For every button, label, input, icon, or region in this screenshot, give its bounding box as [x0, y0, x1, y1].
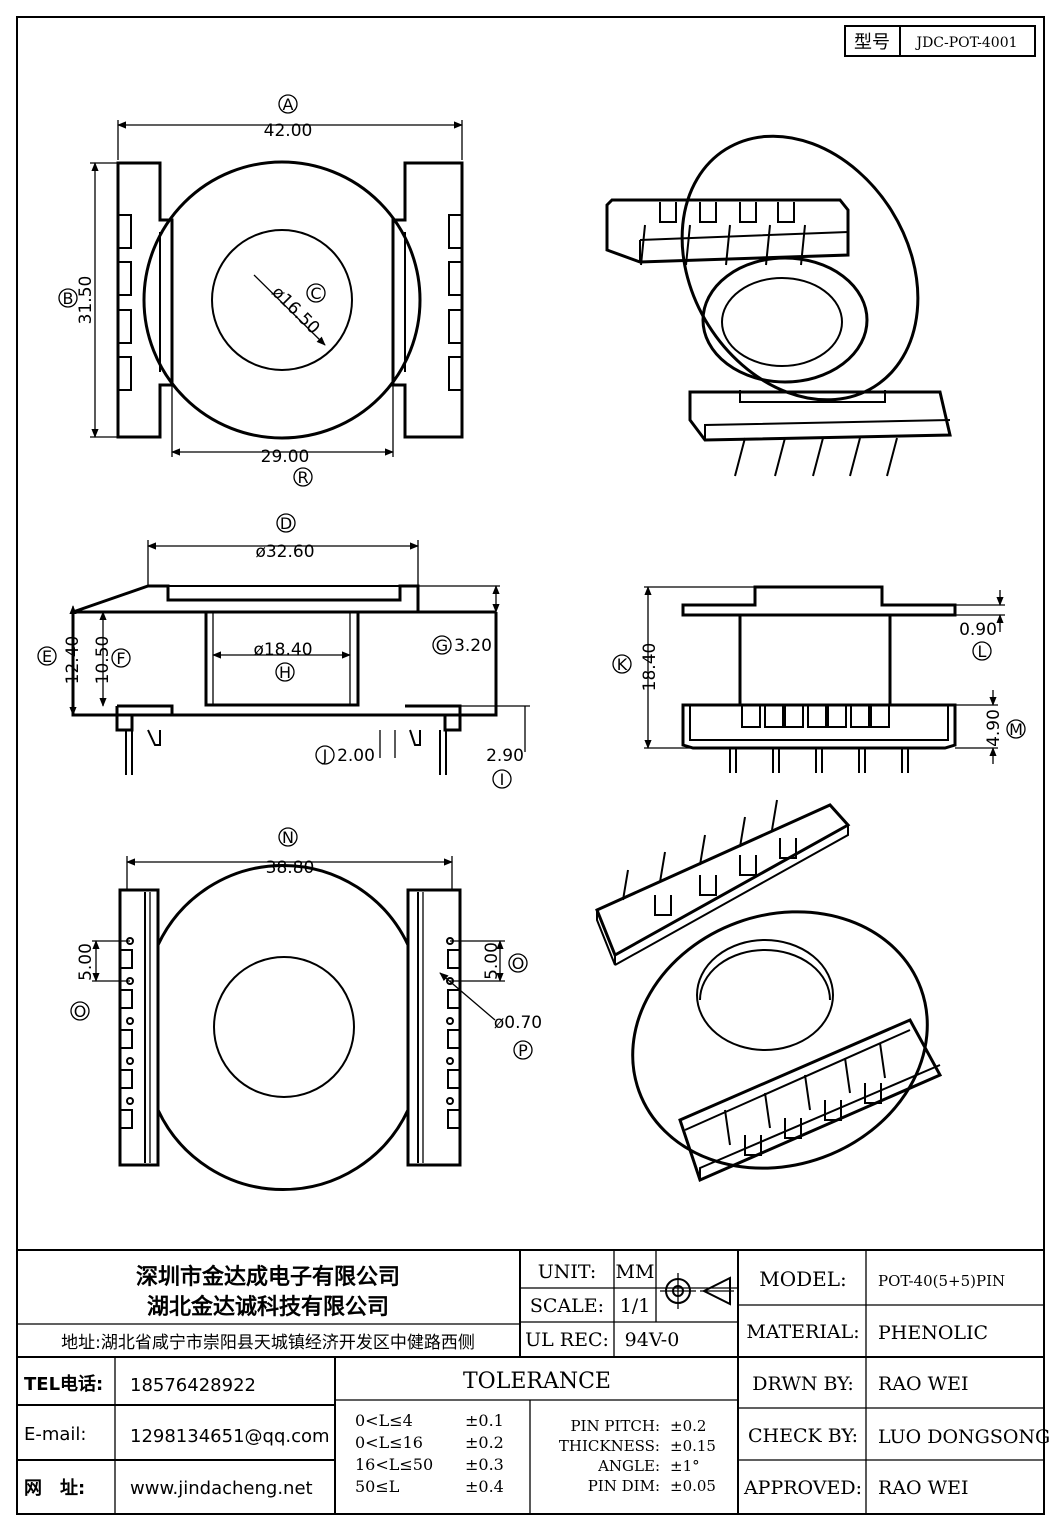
- model-value: POT-40(5+5)PIN: [878, 1272, 1005, 1290]
- model-label: MODEL:: [759, 1267, 847, 1291]
- dim-r-label: R: [297, 468, 308, 487]
- tol-value-3: ±0.4: [465, 1477, 504, 1496]
- tol-range-0: 0<L≤4: [355, 1411, 413, 1430]
- dim-j-label: J: [322, 746, 328, 765]
- iso-view-bottom: [595, 799, 943, 1183]
- material-label: MATERIAL:: [746, 1321, 859, 1343]
- bottom-view: N 38.80 5.00 O 5.00 O ø0.70 P: [70, 827, 542, 1192]
- extra-tol-value-2: ±1°: [670, 1457, 700, 1475]
- tol-range-2: 16<L≤50: [355, 1455, 433, 1474]
- ulrec-label: UL REC:: [525, 1329, 609, 1351]
- scale-value: 1/1: [620, 1295, 651, 1317]
- email-value: 1298134651@qq.com: [130, 1426, 330, 1447]
- company-name-1: 深圳市金达成电子有限公司: [136, 1264, 400, 1290]
- dim-f-value: 10.50: [93, 636, 113, 685]
- dim-b-value: 31.50: [76, 276, 96, 325]
- dim-o-left-value: 5.00: [76, 943, 96, 981]
- dim-h-label: H: [279, 663, 291, 682]
- dim-b-label: B: [63, 289, 74, 308]
- web-label: 网 址:: [24, 1478, 85, 1499]
- scale-label: SCALE:: [530, 1295, 604, 1317]
- dim-p-label: P: [518, 1041, 528, 1060]
- extra-tol-label-1: THICKNESS:: [559, 1437, 660, 1455]
- title-block: 深圳市金达成电子有限公司 湖北金达诚科技有限公司 地址:湖北省咸宁市崇阳县天城镇…: [17, 1249, 1050, 1514]
- extra-tol-label-0: PIN PITCH:: [570, 1417, 660, 1435]
- approved-label: APPROVED:: [743, 1477, 862, 1499]
- dim-l-label: L: [978, 642, 987, 661]
- dim-m-value: 4.90: [984, 709, 1004, 747]
- model-code-value: JDC-POT-4001: [914, 35, 1017, 51]
- dim-m-label: M: [1009, 720, 1023, 739]
- model-code-box: 型号 JDC-POT-4001: [844, 25, 1036, 57]
- tolerance-title: TOLERANCE: [463, 1369, 611, 1394]
- dim-h-value: ø18.40: [253, 640, 312, 660]
- drawn-label: DRWN BY:: [752, 1373, 854, 1395]
- company-address: 地址:湖北省咸宁市崇阳县天城镇经济开发区中健路西侧: [61, 1333, 475, 1353]
- dim-i-value: 2.90: [486, 746, 524, 766]
- tol-value-1: ±0.2: [465, 1433, 504, 1452]
- dim-a-label: A: [283, 95, 294, 114]
- email-label: E-mail:: [24, 1424, 87, 1445]
- dim-r-value: 29.00: [261, 447, 310, 467]
- tel-label: TEL电话:: [24, 1373, 103, 1395]
- dim-e-label: E: [42, 647, 52, 666]
- dim-e-value: 12.40: [63, 636, 83, 685]
- extra-tol-label-2: ANGLE:: [597, 1457, 660, 1475]
- dim-c-label: C: [310, 284, 321, 303]
- dim-l-value: 0.90: [959, 620, 997, 640]
- dim-i-label: I: [500, 770, 505, 789]
- extra-tol-value-3: ±0.05: [670, 1477, 716, 1495]
- web-value: www.jindacheng.net: [130, 1478, 313, 1499]
- dim-d-value: ø32.60: [255, 542, 314, 562]
- model-code-label: 型号: [854, 32, 890, 53]
- extra-tol-label-3: PIN DIM:: [588, 1477, 660, 1495]
- extra-tol-value-0: ±0.2: [670, 1417, 706, 1435]
- tel-value: 18576428922: [130, 1375, 256, 1396]
- ulrec-value: 94V-0: [625, 1329, 680, 1351]
- dim-a-value: 42.00: [264, 121, 313, 141]
- dim-o-right-label: O: [512, 954, 525, 973]
- tol-range-1: 0<L≤16: [355, 1433, 423, 1452]
- dim-o-right-value: 5.00: [482, 942, 502, 980]
- dim-g-value: 3.20: [454, 636, 492, 656]
- dim-k-label: K: [617, 655, 628, 674]
- check-label: CHECK BY:: [748, 1425, 858, 1447]
- dim-f-label: F: [116, 649, 125, 668]
- projection-symbol-icon: [660, 1273, 734, 1309]
- dim-n-label: N: [282, 828, 294, 847]
- check-value: LUO DONGSONG: [878, 1426, 1050, 1448]
- extra-tol-value-1: ±0.15: [670, 1437, 716, 1455]
- front-view: K 18.40 0.90 L 4.90 M: [612, 585, 1026, 773]
- tol-range-3: 50≤L: [355, 1477, 400, 1496]
- dim-k-value: 18.40: [640, 643, 660, 692]
- material-value: PHENOLIC: [878, 1322, 988, 1344]
- dim-n-value: 38.80: [266, 858, 315, 878]
- dim-p-value: ø0.70: [494, 1013, 542, 1033]
- side-view: D ø32.60 E 12.40 10.50 F G 3.20 ø18.40 H…: [37, 513, 530, 789]
- tol-value-0: ±0.1: [465, 1411, 504, 1430]
- drawn-value: RAO WEI: [878, 1373, 969, 1395]
- iso-view-top: [605, 134, 952, 477]
- unit-value: MM: [616, 1261, 655, 1283]
- tol-value-2: ±0.3: [465, 1455, 504, 1474]
- company-name-2: 湖北金达诚科技有限公司: [147, 1294, 389, 1320]
- dim-j-value: 2.00: [337, 746, 375, 766]
- approved-value: RAO WEI: [878, 1477, 969, 1499]
- top-view: A 42.00 B 31.50 C ø16.50 29.00 R: [58, 94, 464, 487]
- unit-label: UNIT:: [538, 1261, 597, 1283]
- dim-d-label: D: [280, 514, 292, 533]
- dim-g-label: G: [436, 636, 448, 655]
- dim-o-left-label: O: [74, 1002, 87, 1021]
